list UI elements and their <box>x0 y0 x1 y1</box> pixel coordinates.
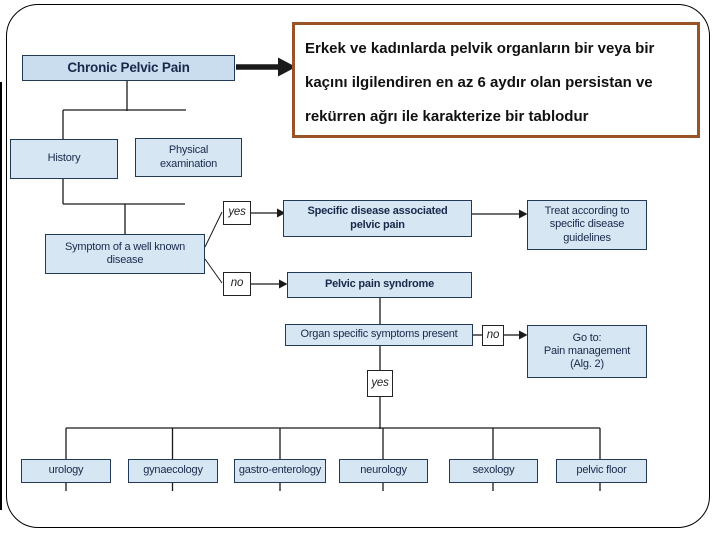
node-chronic-pelvic-pain: Chronic Pelvic Pain <box>22 55 235 81</box>
left-edge-bar <box>0 82 2 510</box>
node-specialty-sexology: sexology <box>449 459 538 483</box>
slide-rounded-frame <box>6 4 710 528</box>
node-specialty-urology: urology <box>21 459 111 483</box>
node-specialty-neurology: neurology <box>339 459 428 483</box>
node-physical-examination: Physical examination <box>135 138 242 177</box>
label-no-branch-2: no <box>482 325 504 346</box>
node-treat-according-guidelines: Treat according to specific disease guid… <box>527 200 647 250</box>
label-yes-branch-1: yes <box>223 201 251 225</box>
label-yes-branch-2: yes <box>367 370 393 397</box>
node-specialty-gynaecology: gynaecology <box>128 459 218 483</box>
label-no-branch-1: no <box>223 272 251 296</box>
node-specific-disease-pelvic-pain: Specific disease associated pelvic pain <box>283 200 472 237</box>
node-history: History <box>10 139 118 179</box>
node-symptom-well-known-disease: Symptom of a well known disease <box>45 234 205 274</box>
node-specialty-gastro-enterology: gastro-enterology <box>234 459 326 483</box>
node-go-to-pain-management: Go to: Pain management (Alg. 2) <box>527 325 647 378</box>
node-pelvic-pain-syndrome: Pelvic pain syndrome <box>287 272 472 298</box>
definition-note-box: Erkek ve kadınlarda pelvik organların bi… <box>292 22 700 138</box>
node-specialty-pelvic-floor: pelvic floor <box>556 459 647 483</box>
node-organ-specific-symptoms: Organ specific symptoms present <box>285 324 473 346</box>
